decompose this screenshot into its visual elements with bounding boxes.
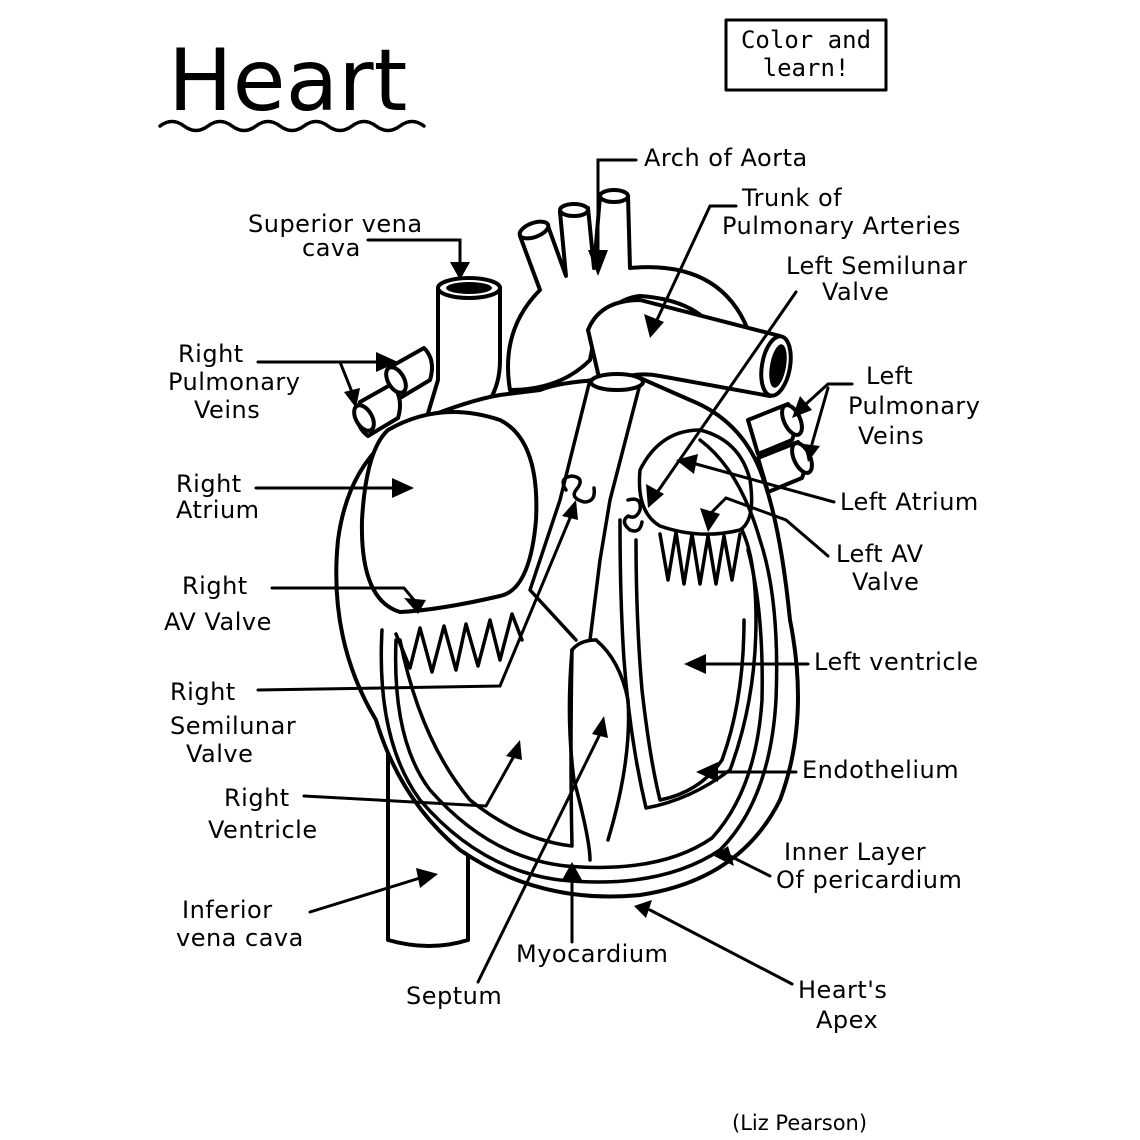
label-right-semilunar-line-3: Valve xyxy=(186,740,253,768)
inner-wall-outline-2 xyxy=(393,548,764,870)
color-and-learn-badge: Color and learn! xyxy=(724,18,888,92)
label-left-semilunar-line-2: Valve xyxy=(822,278,889,306)
leader-lines xyxy=(254,158,854,986)
credit-text: (Liz Pearson) xyxy=(732,1111,867,1135)
label-myocardium: Myocardium xyxy=(516,940,668,968)
right-ventricle-chamber xyxy=(398,638,574,848)
right-atrium-chamber xyxy=(359,410,539,614)
label-left-av-valve-line-2: Valve xyxy=(852,568,919,596)
page-title: Heart xyxy=(168,31,407,131)
label-right-ventricle-line-1: Right xyxy=(224,784,290,812)
label-right-pulmonary-veins-line-3: Veins xyxy=(194,396,260,424)
label-right-av-valve-line-2: AV Valve xyxy=(164,608,272,636)
labels: Arch of Aorta Trunk of Pulmonary Arterie… xyxy=(164,144,980,1034)
label-superior-vena-cava-line-2: cava xyxy=(302,234,361,262)
label-septum: Septum xyxy=(406,982,502,1010)
label-left-pulmonary-veins-line-3: Veins xyxy=(858,422,924,450)
right-pulmonary-veins-shape xyxy=(352,346,434,438)
label-trunk-line-1: Trunk of xyxy=(741,184,842,212)
label-right-pulmonary-veins-line-2: Pulmonary xyxy=(168,368,300,396)
label-left-atrium: Left Atrium xyxy=(840,488,979,516)
label-superior-vena-cava-line-1: Superior vena xyxy=(248,210,423,238)
ascending-channel xyxy=(528,378,592,642)
label-right-semilunar-line-1: Right xyxy=(170,678,236,706)
right-semilunar-valve-shape xyxy=(561,474,597,504)
right-av-valve-shape xyxy=(394,612,524,674)
left-ventricle-chamber xyxy=(618,518,758,810)
label-left-pulmonary-veins-line-1: Left xyxy=(866,362,913,390)
label-left-pulmonary-veins-line-2: Pulmonary xyxy=(848,392,980,420)
badge-line-2: learn! xyxy=(763,54,850,82)
label-arch-of-aorta: Arch of Aorta xyxy=(644,144,808,172)
label-inferior-vena-cava-line-1: Inferior xyxy=(182,896,273,924)
label-heart-apex-line-2: Apex xyxy=(816,1006,878,1034)
label-right-semilunar-line-2: Semilunar xyxy=(170,712,296,740)
heart-illustration xyxy=(334,188,814,948)
label-inner-layer-line-2: Of pericardium xyxy=(776,866,962,894)
left-pulmonary-veins-shape xyxy=(746,402,814,494)
label-right-ventricle-line-2: Ventricle xyxy=(208,816,318,844)
label-left-av-valve-line-1: Left AV xyxy=(836,540,924,568)
label-left-semilunar-line-1: Left Semilunar xyxy=(786,252,968,280)
label-trunk-line-2: Pulmonary Arteries xyxy=(722,212,961,240)
left-av-valve-shape xyxy=(658,530,742,586)
inner-wall-outline xyxy=(379,438,779,884)
label-right-av-valve-line-1: Right xyxy=(182,572,248,600)
label-right-atrium-line-2: Atrium xyxy=(176,496,260,524)
left-atrium-chamber xyxy=(637,428,754,536)
label-inner-layer-line-1: Inner Layer xyxy=(784,838,926,866)
label-inferior-vena-cava-line-2: vena cava xyxy=(176,924,304,952)
left-semilunar-valve-shape xyxy=(622,497,644,533)
label-right-atrium-line-1: Right xyxy=(176,470,242,498)
label-endothelium: Endothelium xyxy=(802,756,959,784)
badge-line-1: Color and xyxy=(741,26,871,54)
label-right-pulmonary-veins-line-1: Right xyxy=(178,340,244,368)
label-left-ventricle: Left ventricle xyxy=(814,648,979,676)
label-heart-apex-line-1: Heart's xyxy=(798,976,887,1004)
title-underline xyxy=(158,119,426,133)
